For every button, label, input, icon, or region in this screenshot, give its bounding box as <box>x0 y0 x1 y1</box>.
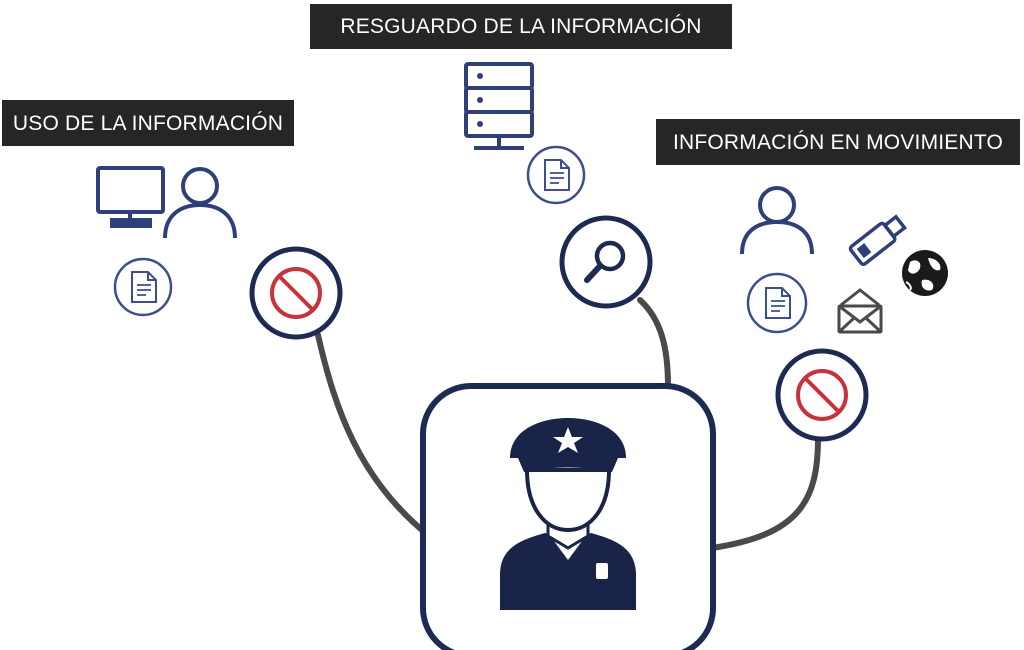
user-icon-left <box>163 167 237 239</box>
connector-right <box>709 435 821 551</box>
server-icon <box>464 62 534 150</box>
envelope-icon <box>837 288 883 334</box>
document-icon-right <box>746 272 808 334</box>
label-informacion-movimiento: INFORMACIÓN EN MOVIMIENTO <box>656 119 1020 165</box>
monitor-icon <box>96 166 165 228</box>
label-uso-informacion: USO DE LA INFORMACIÓN <box>2 100 294 146</box>
user-icon-right <box>740 186 814 255</box>
connector-left <box>315 332 431 538</box>
globe-icon <box>902 250 948 296</box>
search-icon <box>559 215 653 309</box>
document-icon-top <box>526 145 586 205</box>
connectors <box>315 297 821 551</box>
document-icon-left <box>113 257 173 317</box>
police-officer-icon <box>500 418 636 610</box>
usb-drive-icon <box>848 214 908 267</box>
prohibited-icon-left <box>249 246 343 340</box>
prohibited-icon-right <box>775 348 869 442</box>
label-resguardo-informacion: RESGUARDO DE LA INFORMACIÓN <box>310 4 732 49</box>
central-node <box>420 383 716 650</box>
connector-top <box>637 297 671 389</box>
